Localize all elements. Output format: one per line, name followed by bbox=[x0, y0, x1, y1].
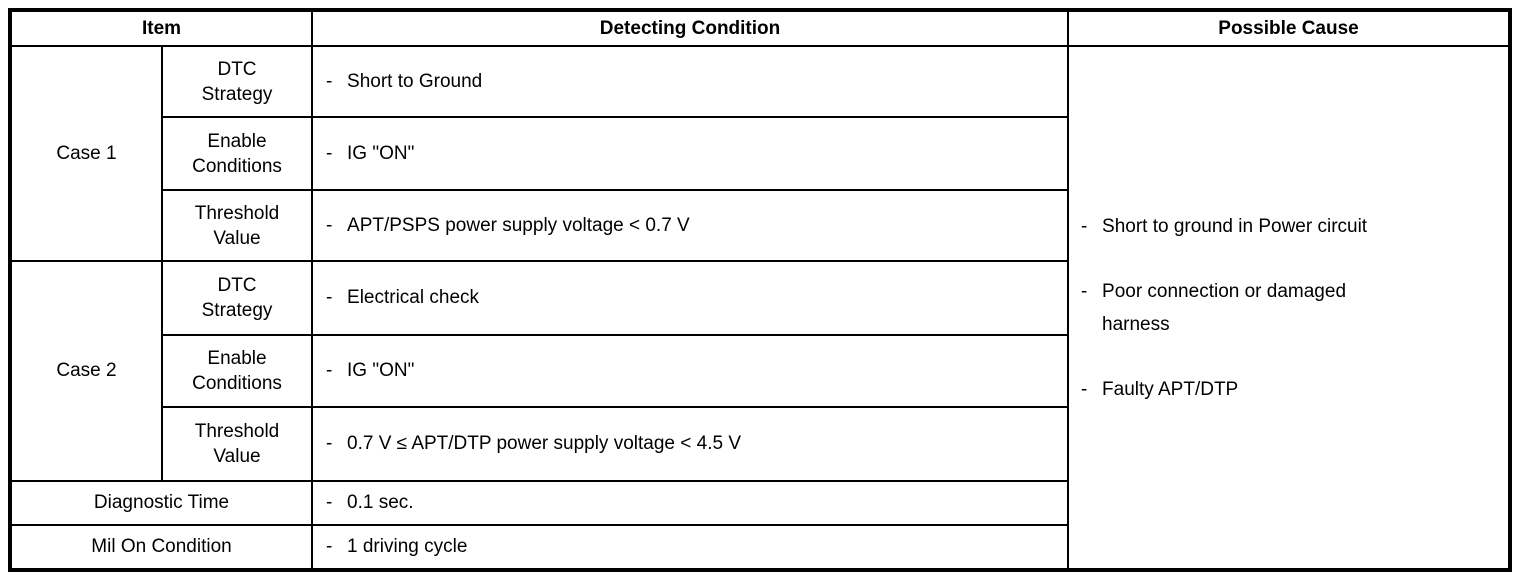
row-label-dtc-strategy: DTC Strategy bbox=[160, 45, 314, 118]
row-label-threshold-value: Threshold Value bbox=[160, 406, 314, 482]
detecting-condition-value: APT/PSPS power supply voltage < 0.7 V bbox=[347, 214, 690, 236]
detecting-condition-cell: - APT/PSPS power supply voltage < 0.7 V bbox=[311, 189, 1070, 262]
bullet-dash: - bbox=[326, 536, 333, 557]
table-row: Threshold Value - APT/PSPS power supply … bbox=[10, 189, 1510, 262]
detecting-condition-value: Electrical check bbox=[347, 287, 480, 308]
bullet-dash: - bbox=[326, 70, 333, 92]
table-row: Diagnostic Time - 0.1 sec. bbox=[8, 480, 1510, 526]
row-label-threshold-value: Threshold Value bbox=[160, 189, 314, 262]
detecting-condition-value: 1 driving cycle bbox=[347, 536, 468, 557]
possible-cause-cell: - Short to ground in Power circuit - Poo… bbox=[1067, 45, 1512, 571]
header-possible-cause: Possible Cause bbox=[1067, 9, 1512, 47]
possible-cause-text: Faulty APT/DTP bbox=[1102, 378, 1239, 400]
row-label-diagnostic-time: Diagnostic Time bbox=[8, 480, 314, 526]
possible-cause-item: - Faulty APT/DTP bbox=[1081, 373, 1502, 406]
detecting-condition-value: 0.1 sec. bbox=[347, 492, 414, 513]
row-label-mil-on-condition: Mil On Condition bbox=[8, 524, 314, 571]
detecting-condition-value: 0.7 V ≤ APT/DTP power supply voltage < 4… bbox=[347, 433, 741, 454]
bullet-dash: - bbox=[1081, 378, 1088, 400]
possible-cause-text: Poor connection or damaged harness bbox=[1102, 280, 1347, 335]
detecting-condition-cell: - IG "ON" bbox=[311, 334, 1070, 408]
case-1-cell: Case 1 bbox=[9, 45, 163, 262]
row-label-dtc-strategy: DTC Strategy bbox=[160, 260, 314, 336]
bullet-dash: - bbox=[326, 287, 333, 308]
bullet-dash: - bbox=[1081, 280, 1088, 302]
dtc-detecting-condition-table: Item Detecting Condition Possible Cause … bbox=[8, 8, 1513, 572]
table-row: Enable Conditions - IG "ON" bbox=[10, 116, 1510, 191]
bullet-dash: - bbox=[1081, 215, 1088, 237]
row-label-enable-conditions: Enable Conditions bbox=[160, 116, 314, 191]
possible-cause-item: - Short to ground in Power circuit bbox=[1081, 210, 1502, 243]
detecting-condition-cell: - 1 driving cycle bbox=[311, 524, 1070, 571]
bullet-dash: - bbox=[326, 492, 333, 513]
table-row: Enable Conditions - IG "ON" bbox=[10, 334, 1510, 408]
bullet-dash: - bbox=[326, 433, 333, 454]
detecting-condition-value: Short to Ground bbox=[347, 70, 483, 92]
possible-cause-text: Short to ground in Power circuit bbox=[1102, 215, 1368, 237]
bullet-dash: - bbox=[326, 142, 333, 164]
detecting-condition-cell: - Short to Ground bbox=[311, 45, 1070, 118]
bullet-dash: - bbox=[326, 214, 333, 236]
table-header-row: Item Detecting Condition Possible Cause bbox=[8, 9, 1512, 47]
detecting-condition-value: IG "ON" bbox=[347, 142, 415, 164]
detecting-condition-cell: - Electrical check bbox=[311, 260, 1070, 336]
table-row: Threshold Value - 0.7 V ≤ APT/DTP power … bbox=[10, 406, 1510, 482]
detecting-condition-value: IG "ON" bbox=[347, 360, 415, 381]
case-2-cell: Case 2 bbox=[9, 260, 163, 482]
possible-cause-list: - Short to ground in Power circuit - Poo… bbox=[1069, 210, 1508, 406]
table-row: Case 1 DTC Strategy - Short to Ground - … bbox=[9, 45, 1512, 571]
possible-cause-item: - Poor connection or damaged harness bbox=[1081, 275, 1502, 341]
header-detecting-condition: Detecting Condition bbox=[311, 9, 1070, 47]
header-item: Item bbox=[8, 9, 314, 47]
detecting-condition-cell: - 0.1 sec. bbox=[311, 480, 1070, 526]
bullet-dash: - bbox=[326, 360, 333, 381]
row-label-enable-conditions: Enable Conditions bbox=[160, 334, 314, 408]
detecting-condition-cell: - IG "ON" bbox=[311, 116, 1070, 191]
detecting-condition-cell: - 0.7 V ≤ APT/DTP power supply voltage <… bbox=[311, 406, 1070, 482]
table-row: Mil On Condition - 1 driving cycle bbox=[8, 524, 1510, 571]
table-row: Case 2 DTC Strategy - Electrical check bbox=[9, 260, 1510, 482]
